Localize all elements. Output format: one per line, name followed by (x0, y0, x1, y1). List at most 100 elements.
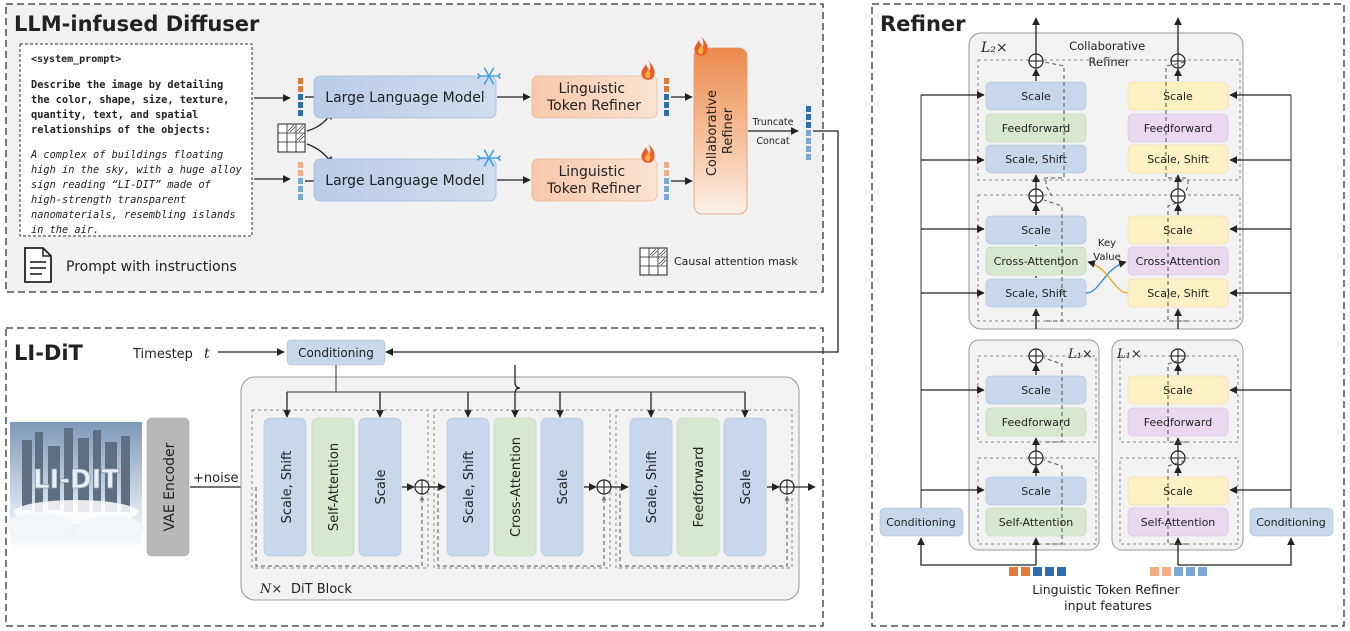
ltr-label-bottom: Linguistic Token Refiner (546, 164, 641, 197)
dit-scale-2-label: Scale (556, 470, 571, 505)
noise-label: +noise (193, 471, 238, 486)
mask-legend-icon (639, 247, 668, 276)
collab-left-scale-top (985, 81, 1087, 111)
collab-right-scale-top (1127, 81, 1229, 111)
token-column-top-right (664, 78, 669, 116)
collab-left-cross-attention (985, 246, 1087, 276)
collab-right-cross-attention (1127, 246, 1229, 276)
l1-left-label: L₁× (1067, 347, 1093, 362)
llm-label-bottom: Large Language Model (325, 173, 484, 189)
system-prompt-tag: <system_prompt> (31, 54, 121, 65)
mask-legend-label: Causal attention mask (674, 255, 798, 268)
collab-right-scale-shift-top (1127, 144, 1229, 174)
collaborative-refiner-label: Collaborative Refiner (705, 86, 736, 176)
dit-scale-2 (540, 417, 584, 557)
collab-right-scale-bottom-label: Scale (1163, 224, 1193, 237)
vae-encoder-label: VAE Encoder (162, 442, 178, 531)
refiner-panel: Refiner L₂× Collaborative Refiner Scale … (871, 3, 1345, 627)
truncate-label: Truncate (752, 117, 794, 128)
collab-left-scale-bottom (985, 215, 1087, 245)
dit-feedforward (676, 417, 720, 557)
ltr-right-self-attention-label: Self-Attention (1141, 516, 1216, 529)
document-icon (24, 247, 52, 283)
collab-right-feedforward-label: Feedforward (1144, 122, 1212, 135)
ltr-label-top: Linguistic Token Refiner (546, 81, 641, 114)
li-dit-panel: LI-DiT Timestep t Conditioning LI-DIT (5, 327, 824, 627)
dit-scale-shift-2 (446, 417, 490, 557)
user-prompt-text: A complex of buildings floating high in … (30, 149, 248, 236)
l1-right-label: L₁× (1116, 347, 1142, 362)
ltr-left-scale-bottom-label: Scale (1021, 485, 1051, 498)
dit-scale-3-label: Scale (739, 470, 754, 505)
instruction-text: Describe the image by detailing the colo… (31, 79, 236, 136)
llm-box-top (313, 75, 497, 119)
dit-block-n: N× (259, 582, 282, 597)
collab-left-scale-shift-top-label: Scale, Shift (1005, 153, 1067, 166)
collab-left-scale-shift-bottom-label: Scale, Shift (1005, 287, 1067, 300)
collab-right-scale-bottom (1127, 215, 1229, 245)
dit-feedforward-label: Feedforward (692, 447, 707, 528)
token-column-bottom-left (298, 162, 303, 200)
dit-self-attention (311, 417, 355, 557)
ltr-right-scale-top (1127, 375, 1229, 405)
dit-scale-shift-3 (629, 417, 673, 557)
collab-right-feedforward (1127, 113, 1229, 143)
refiner-input-label: Linguistic Token Refiner input features (1032, 582, 1183, 613)
refiner-panel-title: Refiner (880, 12, 966, 36)
ltr-right-scale-bottom (1127, 476, 1229, 506)
dit-conditioning-label: Conditioning (298, 346, 374, 360)
ltr-right-self-attention (1127, 507, 1229, 537)
llm-label-top: Large Language Model (325, 90, 484, 106)
key-label: Key (1098, 238, 1116, 249)
ltr-left-scale-bottom (985, 476, 1087, 506)
collab-left-scale-top-label: Scale (1021, 90, 1051, 103)
dit-panel-title: LI-DiT (14, 341, 84, 365)
dit-cross-attention-label: Cross-Attention (509, 437, 524, 537)
timestep-label: Timestep (132, 347, 193, 362)
concat-label: Concat (756, 136, 790, 147)
ltr-box-top (531, 75, 658, 119)
value-label: Value (1093, 252, 1120, 263)
dit-scale-shift-2-label: Scale, Shift (462, 451, 477, 524)
collab-left-cross-attention-label: Cross-Attention (994, 255, 1079, 268)
dit-scale-shift-1 (263, 417, 307, 557)
llm-panel-title: LLM-infused Diffuser (14, 12, 260, 36)
collab-right-scale-shift-top-label: Scale, Shift (1147, 153, 1209, 166)
refiner-conditioning-left-label: Conditioning (886, 516, 956, 529)
collab-right-cross-attention-label: Cross-Attention (1136, 255, 1221, 268)
image-sign-text: LI-DIT (33, 465, 119, 495)
ltr-box-bottom (531, 158, 658, 202)
ltr-left-feedforward-label: Feedforward (1002, 416, 1070, 429)
output-token-column (806, 106, 811, 160)
collab-left-feedforward (985, 113, 1087, 143)
collab-refiner-panel-label: Collaborative Refiner (1069, 39, 1149, 69)
generated-image: LI-DIT (6, 422, 144, 554)
collaborative-refiner-box (693, 47, 748, 215)
collab-left-scale-bottom-label: Scale (1021, 224, 1051, 237)
ltr-right-scale-top-label: Scale (1163, 384, 1193, 397)
ltr-left-self-attention-label: Self-Attention (999, 516, 1074, 529)
ltr-right-feedforward-label: Feedforward (1144, 416, 1212, 429)
dit-block-label: DiT Block (291, 582, 352, 597)
vae-encoder-box (146, 417, 190, 557)
dit-scale-3 (723, 417, 767, 557)
prompt-box (19, 43, 253, 237)
token-column-bottom-right (664, 162, 669, 200)
l2-label: L₂× (980, 40, 1008, 56)
dit-scale-shift-3-label: Scale, Shift (645, 451, 660, 524)
token-column-top-left (298, 78, 303, 116)
dit-self-attention-label: Self-Attention (327, 443, 342, 531)
collab-right-scale-shift-bottom-label: Scale, Shift (1147, 287, 1209, 300)
ltr-left-self-attention (985, 507, 1087, 537)
timestep-variable: t (204, 346, 210, 362)
collab-left-scale-shift-top (985, 144, 1087, 174)
prompt-with-instructions-label: Prompt with instructions (66, 259, 237, 275)
ltr-left-feedforward (985, 407, 1087, 437)
ltr-right-feedforward (1127, 407, 1229, 437)
refiner-conditioning-right-label: Conditioning (1256, 516, 1326, 529)
refiner-input-tokens-right (1150, 567, 1207, 576)
dit-scale-shift-1-label: Scale, Shift (280, 451, 295, 524)
refiner-input-tokens-left (1009, 567, 1066, 576)
ltr-right-scale-bottom-label: Scale (1163, 485, 1193, 498)
